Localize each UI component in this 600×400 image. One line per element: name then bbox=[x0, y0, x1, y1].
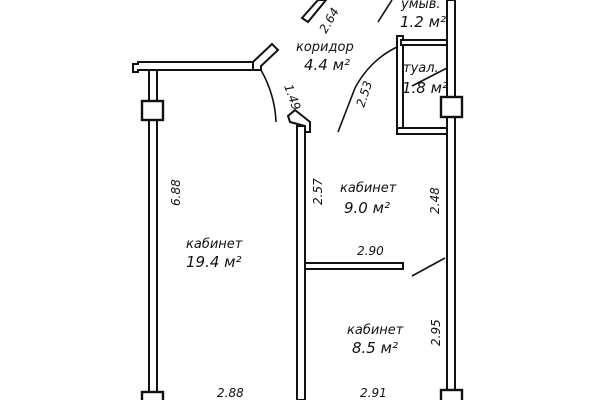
wall-middle-top bbox=[286, 108, 311, 133]
dimension-290: 2.90 bbox=[357, 244, 384, 258]
dimension-288: 2.88 bbox=[217, 386, 244, 400]
dimension-257: 2.57 bbox=[311, 178, 325, 205]
dimension-248: 2.48 bbox=[428, 187, 442, 214]
room-area-corridor: 4.4 м² bbox=[304, 56, 350, 74]
dimension-264: 2.64 bbox=[316, 5, 341, 35]
wall-corridor-diagonal bbox=[252, 42, 280, 71]
door-swing-toilet-inner bbox=[411, 67, 448, 87]
room-area-cabinet-large: 19.4 м² bbox=[186, 253, 242, 271]
wall-right-outer bbox=[446, 0, 456, 400]
door-swing-cabinet bbox=[411, 257, 446, 277]
column-top-right bbox=[439, 95, 464, 119]
room-name-cabinet-large: кабинет bbox=[186, 237, 243, 252]
dimension-688: 6.88 bbox=[169, 179, 183, 206]
column-top-left bbox=[140, 99, 165, 122]
door-swing-toilet bbox=[354, 46, 398, 89]
wall-toilet-bottom bbox=[396, 127, 448, 135]
wall-middle-partition bbox=[296, 125, 306, 400]
dimension-149: 1.49 bbox=[281, 82, 303, 112]
column-bottom-right bbox=[439, 388, 464, 400]
wall-left-outer bbox=[148, 109, 158, 400]
room-area-cabinet-mid: 9.0 м² bbox=[344, 199, 390, 217]
door-swing-corridor bbox=[260, 69, 277, 123]
wall-top-fragment bbox=[300, 0, 328, 24]
wall-cabinet-partition bbox=[304, 262, 404, 270]
column-bottom-left bbox=[140, 390, 165, 400]
room-name-toilet: туал. bbox=[403, 61, 439, 76]
room-name-corridor: коридор bbox=[296, 40, 354, 55]
room-area-washroom: 1.2 м² bbox=[400, 13, 446, 31]
door-swing-washroom bbox=[377, 0, 393, 23]
dimension-295: 2.95 bbox=[429, 319, 443, 346]
room-area-cabinet-small: 8.5 м² bbox=[352, 339, 398, 357]
room-area-toilet: 1.8 м² bbox=[402, 79, 448, 97]
room-name-cabinet-mid: кабинет bbox=[340, 181, 397, 196]
wall-top-left-stub bbox=[148, 69, 158, 103]
dimension-291: 2.91 bbox=[360, 386, 387, 400]
wall-washroom-bottom bbox=[400, 39, 448, 46]
room-name-cabinet-small: кабинет bbox=[347, 323, 404, 338]
door-swing-mid bbox=[337, 87, 356, 133]
room-name-washroom: умыв. bbox=[400, 0, 441, 12]
